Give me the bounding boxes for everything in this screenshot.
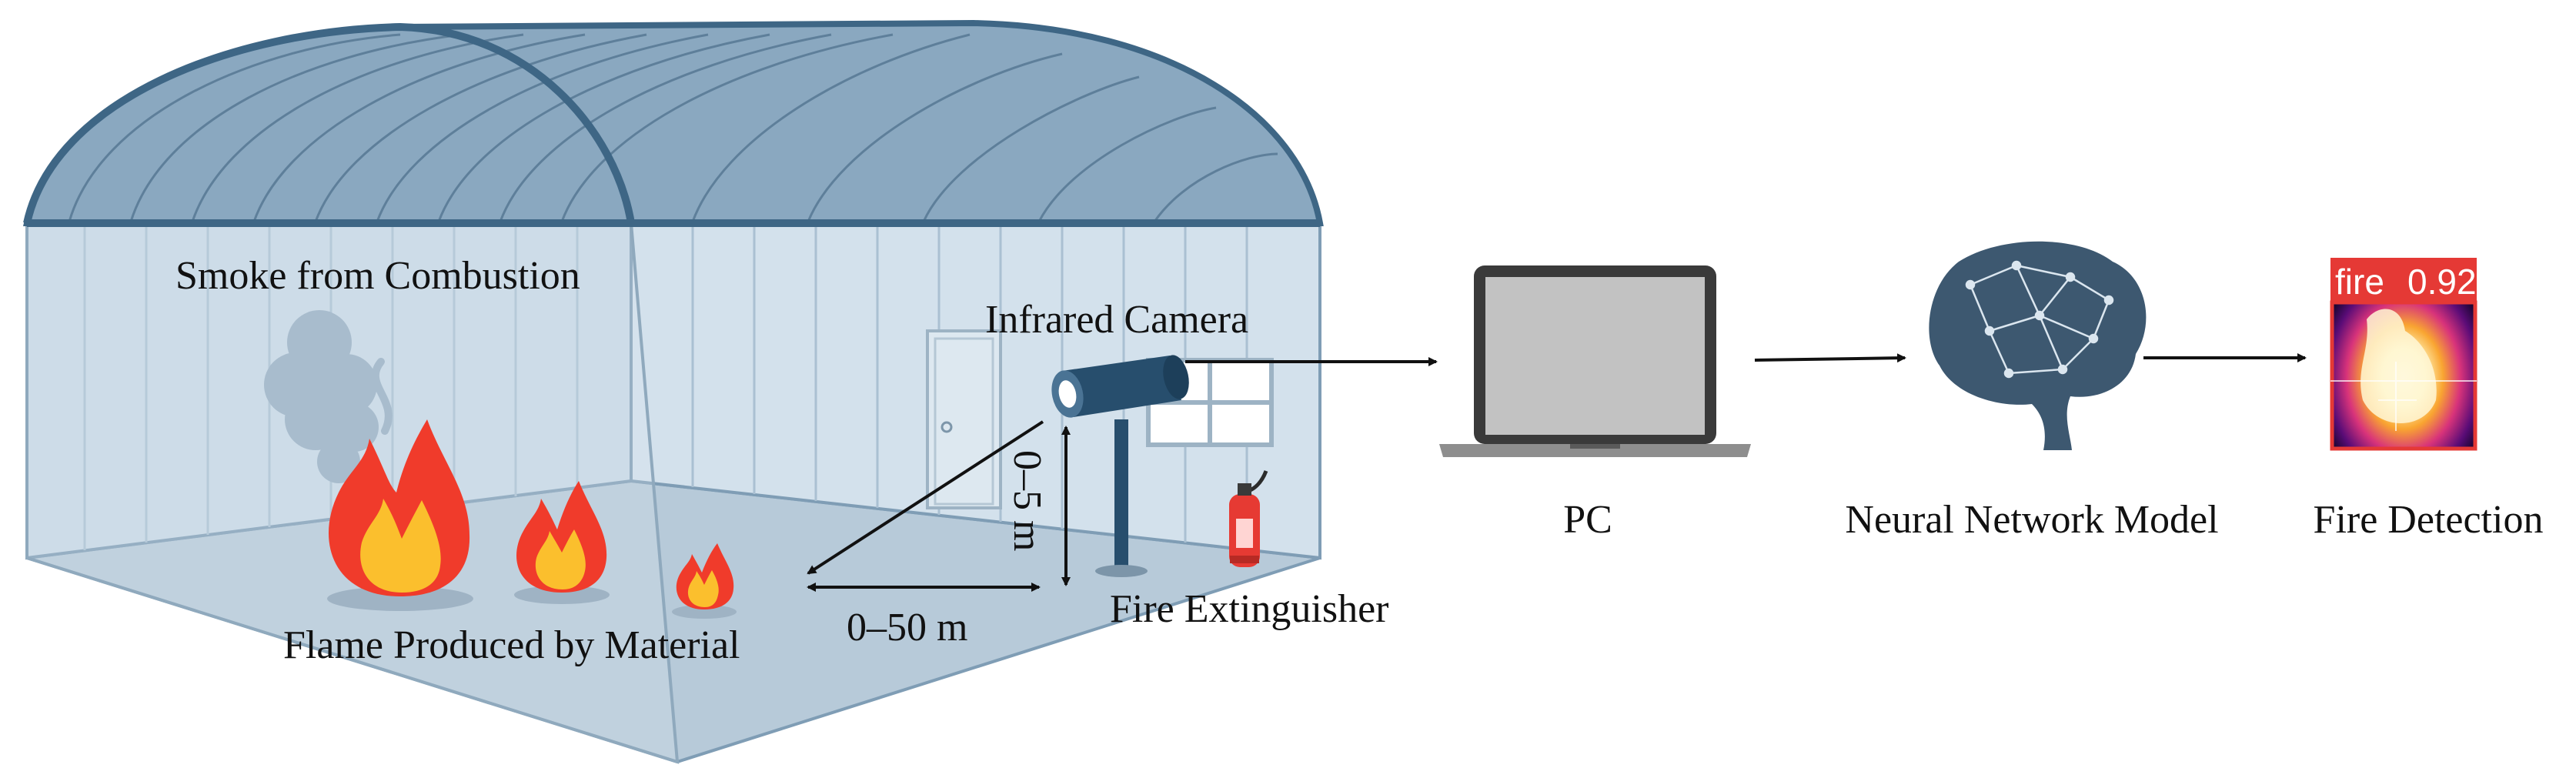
- horizontal-distance-label: 0–50 m: [847, 606, 967, 649]
- fire-extinguisher-icon: [1229, 470, 1268, 567]
- extinguisher-label: Fire Extinguisher: [1110, 587, 1389, 631]
- detection-label: Fire Detection: [2314, 498, 2544, 542]
- smoke-label: Smoke from Combustion: [175, 254, 580, 298]
- infrared-camera-icon: [1051, 355, 1189, 577]
- medium-flame-icon: [514, 481, 610, 604]
- model-label: Neural Network Model: [1845, 498, 2218, 542]
- building: Smoke from Combustion Infrared Camera Fl…: [23, 19, 1389, 764]
- camera-label: Infrared Camera: [985, 298, 1248, 342]
- door: [926, 329, 1002, 509]
- brain-network-icon: [1929, 241, 2147, 450]
- smoke-cloud-icon: [264, 310, 393, 483]
- flame-label: Flame Produced by Material: [283, 623, 740, 667]
- small-flame-icon: [672, 543, 737, 619]
- distance-arrows: [807, 420, 1071, 592]
- pc-label: PC: [1563, 498, 1612, 542]
- detection-confidence: 0.92: [2407, 262, 2477, 302]
- fire-detection-output: fire 0.92: [2330, 258, 2477, 451]
- large-flame-icon: [327, 419, 473, 611]
- vertical-distance-label: 0–5 m: [1005, 450, 1049, 551]
- pipeline-arrows: [1185, 353, 2307, 366]
- detection-class-label: fire: [2335, 262, 2384, 302]
- detection-badge: [2330, 258, 2477, 302]
- laptop-icon: [1439, 265, 1751, 457]
